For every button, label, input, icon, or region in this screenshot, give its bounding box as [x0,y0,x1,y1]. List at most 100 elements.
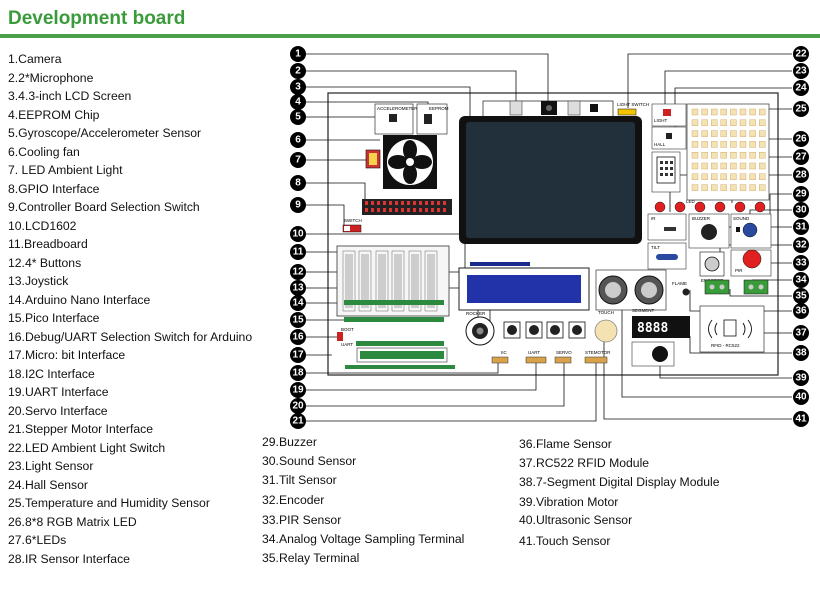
rgb-matrix-pixel [739,173,747,181]
rgb-matrix-pixel [691,162,699,170]
callout-5: 5 [290,109,306,125]
rgb-matrix-pixel [749,119,756,127]
title-underline [0,34,820,38]
svg-text:19: 19 [292,385,304,396]
rgb-matrix-pixel [759,184,766,191]
svg-text:14: 14 [292,298,304,309]
breadboard-columns [342,250,438,312]
button-4[interactable] [572,325,582,335]
label-light-sensor: 23.Light Sensor [8,459,94,473]
svg-text:22: 22 [795,49,807,60]
rgb-matrix-pixel [759,141,766,148]
callout-26: 26 [793,131,809,147]
svg-text:31: 31 [795,222,807,233]
rgb-matrix-pixel [749,141,756,148]
lcd1602-pin-row [470,262,530,266]
button-3[interactable] [550,325,560,335]
eeprom-label: EEPROM [429,106,449,111]
callout-28: 28 [793,167,809,183]
light-label: LIGHT [654,118,668,123]
callout-17: 17 [290,347,306,363]
callout-3: 3 [290,79,306,95]
rgb-matrix-pixel [749,130,756,137]
rgb-matrix-pixel [749,184,756,191]
led-5 [734,201,746,213]
callout-16: 16 [290,329,306,345]
rgb-matrix-pixel [720,141,727,148]
callout-39: 39 [793,370,809,386]
microphone-right [567,100,581,116]
led-ambient-light-switch[interactable] [617,108,637,116]
label-sound-sensor: 30.Sound Sensor [262,454,357,468]
fan-hub [406,158,414,166]
callout-12: 12 [290,264,306,280]
servo-label: SERVO [556,350,572,355]
callout-13: 13 [290,280,306,296]
label-hall-sensor: 24.Hall Sensor [8,477,88,492]
accelerometer-chip [389,114,397,122]
touch-label: TOUCH [598,310,614,315]
ir-label: IR [651,216,656,221]
rgb-matrix-pixel [691,130,699,137]
svg-text:4: 4 [295,97,301,108]
callout-29: 29 [793,186,809,202]
i2c-label: IIC [501,350,508,355]
led-6 [754,201,766,213]
left-callouts: 1 2 3 4 5 6 7 8 9 10 11 12 13 14 15 16 1… [290,46,306,429]
tilt-label: TILT [651,245,660,250]
rgb-matrix-pixel [749,151,756,159]
button-2[interactable] [529,325,539,335]
touch-sensor-pad[interactable] [594,319,618,343]
button-1[interactable] [507,325,517,335]
buzzer [701,224,717,240]
pir-label: PIR [735,268,743,273]
svg-text:40: 40 [795,392,807,403]
rgb-matrix-pixel [720,108,727,116]
ultrasonic-receiver-mesh [641,282,657,298]
svg-text:39: 39 [795,373,807,384]
svg-text:17: 17 [292,350,304,361]
svg-text:12: 12 [292,267,304,278]
svg-text:29: 29 [795,189,807,200]
encoder-knob[interactable] [704,256,720,272]
svg-text:15: 15 [292,315,304,326]
sound-sensor-pot [736,227,740,232]
label-light-switch: 22.LED Ambient Light Switch [8,440,166,455]
analog-screw-1 [709,284,715,290]
debug-uart-switch[interactable] [337,332,343,341]
svg-text:38: 38 [795,348,807,359]
label-pico: 15.Pico Interface [8,311,100,325]
rgb-matrix-pixel [739,141,747,148]
rgb-matrix-pixel [730,141,737,148]
label-temp-humidity: 25.Temperature and Humidity Sensor [8,496,210,510]
label-controller-switch: 9.Controller Board Selection Switch [8,200,200,214]
rgb-matrix-pixel [749,173,756,181]
svg-text:1: 1 [295,49,301,60]
svg-text:28: 28 [795,170,807,181]
rgb-matrix-pixel [701,130,708,137]
rgb-matrix-pixel [711,151,718,159]
fan-blades-icon [388,140,432,184]
rgb-matrix-pixel [730,151,737,159]
svg-text:11: 11 [293,247,304,258]
callout-30: 30 [793,202,809,218]
breadboard-holes [345,254,435,308]
controller-selection-switch[interactable] [342,224,362,233]
label-servo: 20.Servo Interface [8,403,108,418]
label-microbit: 17.Micro: bit Interface [8,348,126,362]
label-microphone: 2.2*Microphone [8,70,94,85]
accelerometer-label: ACCELEROMETER [377,106,418,111]
label-relay-terminal: 35.Relay Terminal [262,551,360,565]
svg-text:27: 27 [795,152,807,163]
rgb-matrix-pixel [720,119,727,127]
rgb-matrix-8x8 [691,108,766,191]
label-eeprom: 4.EEPROM Chip [8,107,100,122]
callout-20: 20 [290,398,306,414]
gpio-pins-top [365,201,446,205]
rgb-matrix-pixel [759,130,766,137]
switch-label: SWITCH [344,218,362,223]
svg-text:32: 32 [795,240,807,251]
label-gyroscope: 5.Gyroscope/Accelerometer Sensor [8,126,202,140]
label-buttons: 12.4* Buttons [8,255,82,270]
callout-8: 8 [290,175,306,191]
